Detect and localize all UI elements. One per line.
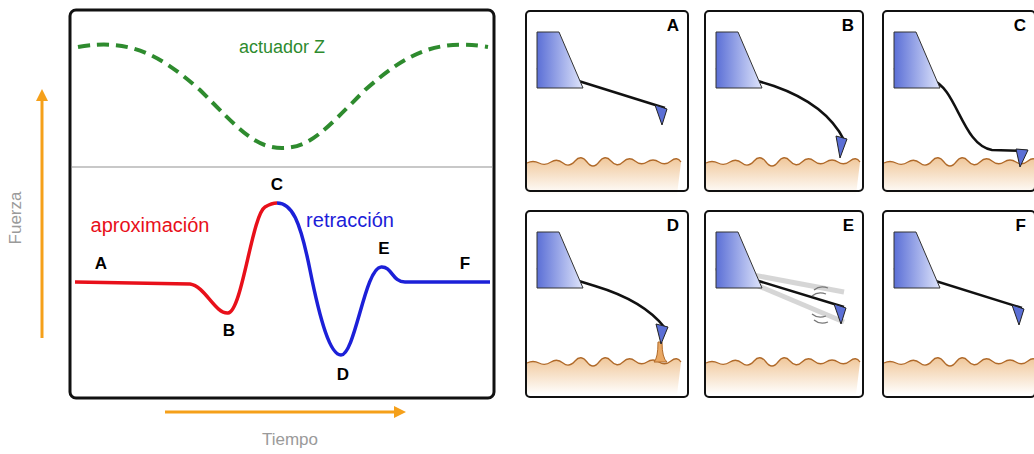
series-label: retracción — [306, 209, 394, 232]
panel-d: D — [525, 210, 689, 398]
series-label: aproximación — [91, 214, 210, 237]
point-label: F — [460, 254, 470, 274]
approach-curve — [75, 203, 277, 313]
panel-letter: F — [1016, 216, 1026, 236]
retraction-curve — [277, 203, 490, 355]
series-label: actuador Z — [239, 37, 325, 58]
point-label: C — [271, 175, 283, 195]
panel-letter: C — [1014, 16, 1026, 36]
panel-f-art — [884, 232, 1034, 395]
time-axis — [165, 411, 400, 414]
axis-label: Fuerza — [6, 192, 26, 245]
panel-letter: B — [842, 16, 854, 36]
panel-letter: A — [667, 16, 679, 36]
axis-label: Tiempo — [262, 430, 318, 450]
divider — [72, 166, 492, 168]
panel-d-art — [527, 232, 681, 395]
panel-e-art — [706, 232, 860, 395]
panel-b: B — [704, 10, 864, 192]
panel-c: C — [882, 10, 1034, 192]
panel-a: A — [525, 10, 689, 192]
point-label: A — [95, 254, 107, 274]
panel-letter: E — [843, 216, 854, 236]
graph-frame — [70, 10, 494, 398]
panel-f: F — [882, 210, 1034, 398]
panel-letter: D — [667, 216, 679, 236]
force-axis — [41, 95, 44, 338]
panel-e: E — [704, 210, 864, 398]
actuator-curve — [78, 45, 488, 148]
point-label: E — [378, 239, 389, 259]
point-label: D — [337, 365, 349, 385]
point-label: B — [223, 321, 235, 341]
panel-a-art — [527, 32, 681, 195]
panel-c-art — [884, 32, 1034, 195]
panel-b-art — [706, 32, 860, 195]
